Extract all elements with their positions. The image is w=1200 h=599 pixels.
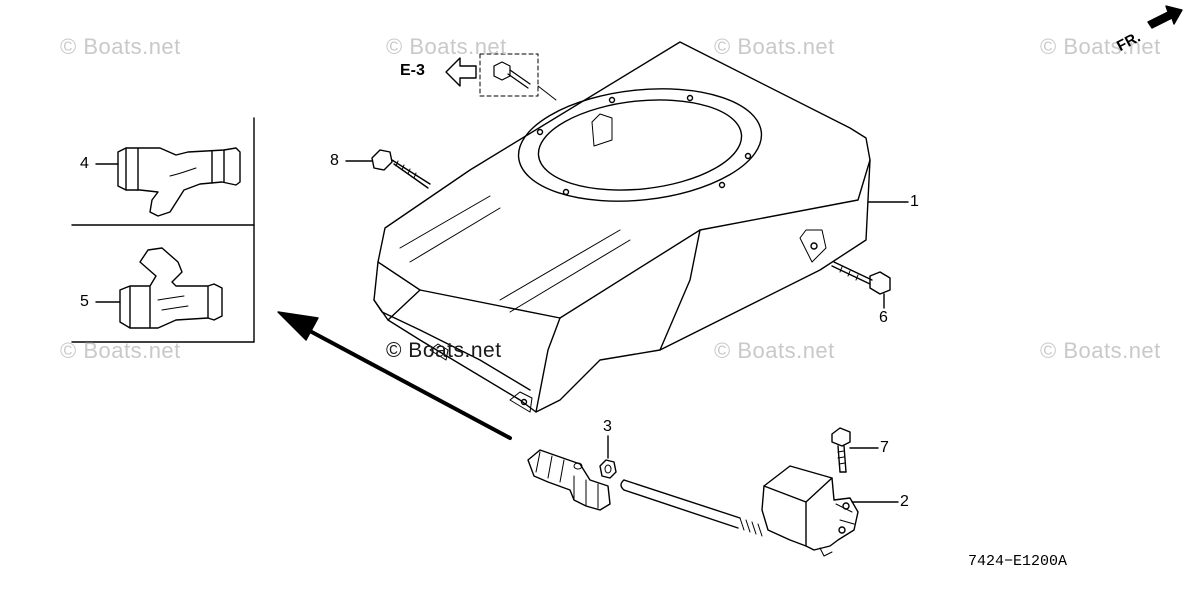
watermark: © Boats.net bbox=[60, 34, 181, 59]
callout-6[interactable]: 6 bbox=[879, 309, 888, 326]
diagram-code: 7424−E1200A bbox=[968, 553, 1068, 570]
inset-divider bbox=[72, 118, 254, 342]
part-6-bolt[interactable] bbox=[832, 262, 890, 294]
watermark-main: © Boats.net bbox=[386, 339, 502, 362]
callout-3[interactable]: 3 bbox=[603, 418, 612, 435]
reference-label-e3[interactable]: E-3 bbox=[400, 62, 425, 79]
callout-2[interactable]: 2 bbox=[900, 493, 909, 510]
callout-8[interactable]: 8 bbox=[330, 152, 339, 169]
assembly-arrow-icon bbox=[278, 312, 510, 438]
part-3-nut[interactable] bbox=[600, 460, 616, 478]
part-5-y-fitting[interactable] bbox=[120, 248, 222, 328]
reference-box-e3[interactable] bbox=[480, 54, 556, 100]
front-direction-arrow-icon bbox=[1148, 6, 1182, 28]
part-2-ignition-coil[interactable] bbox=[621, 466, 858, 556]
part-7-bolt[interactable] bbox=[832, 428, 850, 472]
callout-1[interactable]: 1 bbox=[910, 193, 919, 210]
watermark: © Boats.net bbox=[1040, 338, 1161, 363]
callout-4[interactable]: 4 bbox=[80, 155, 89, 172]
part-4-y-fitting[interactable] bbox=[118, 148, 240, 216]
spark-plug-cap[interactable] bbox=[528, 450, 610, 510]
reference-arrow-icon bbox=[446, 58, 476, 86]
part-1-fan-cover[interactable] bbox=[374, 42, 870, 412]
watermark: © Boats.net bbox=[714, 34, 835, 59]
watermark: © Boats.net bbox=[714, 338, 835, 363]
watermark: © Boats.net bbox=[60, 338, 181, 363]
watermark: © Boats.net bbox=[1040, 34, 1161, 59]
watermark: © Boats.net bbox=[386, 34, 507, 59]
callout-5[interactable]: 5 bbox=[80, 293, 89, 310]
callout-7[interactable]: 7 bbox=[880, 439, 889, 456]
part-8-bolt[interactable] bbox=[372, 150, 430, 188]
